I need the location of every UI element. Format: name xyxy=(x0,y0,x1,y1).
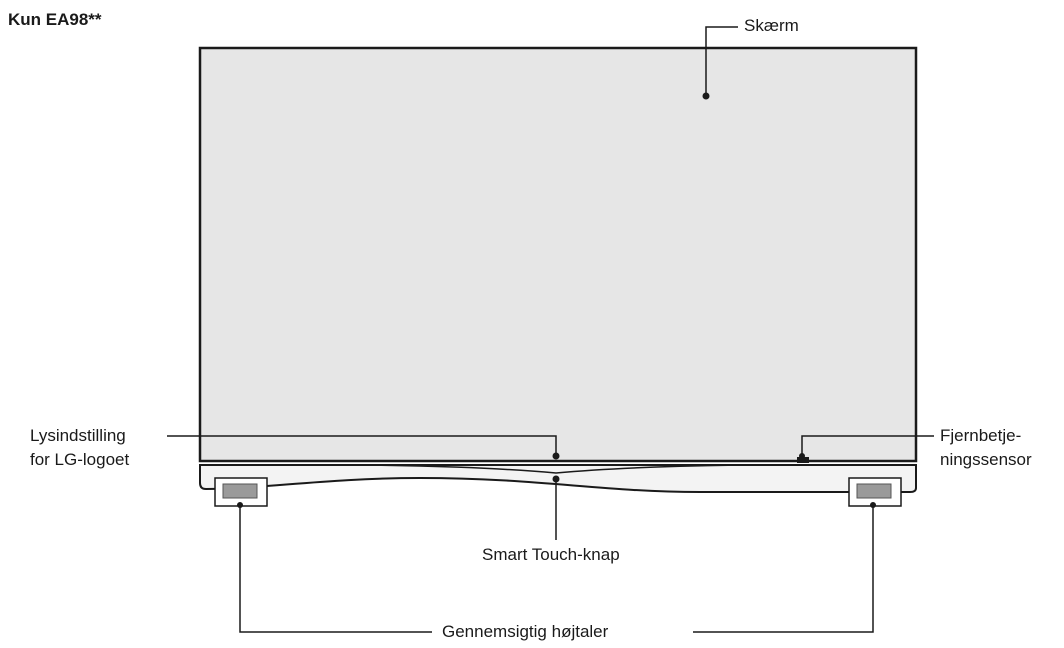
label-logo-light-line1: Lysindstilling xyxy=(30,426,126,445)
dot-speaker-left xyxy=(237,502,243,508)
leader-logo-light xyxy=(167,435,557,456)
page-title: Kun EA98** xyxy=(8,10,102,29)
dot-screen xyxy=(702,92,710,100)
label-logo-light: Lysindstilling for LG-logoet xyxy=(30,424,129,472)
left-speaker-icon xyxy=(214,477,268,507)
leader-speaker-right xyxy=(693,506,874,633)
tv-screen xyxy=(198,46,918,463)
leader-remote-sensor xyxy=(801,435,934,456)
smart-touch-curve xyxy=(344,464,771,474)
leader-screen xyxy=(705,26,738,96)
dot-smart-touch xyxy=(552,475,560,483)
label-speaker: Gennemsigtig højtaler xyxy=(442,622,609,641)
dot-logo-light xyxy=(552,452,560,460)
right-speaker-icon xyxy=(848,477,902,507)
label-remote-sensor: Fjernbetje- ningssensor xyxy=(940,424,1032,472)
label-remote-sensor-line1: Fjernbetje- xyxy=(940,426,1022,445)
dot-speaker-right xyxy=(870,502,876,508)
leader-speaker-left xyxy=(239,506,432,633)
label-logo-light-line2: for LG-logoet xyxy=(30,450,130,469)
dot-remote-sensor xyxy=(799,453,805,459)
label-screen: Skærm xyxy=(744,16,799,35)
remote-sensor xyxy=(797,457,809,463)
label-remote-sensor-line2: ningssensor xyxy=(940,450,1032,469)
label-smart-touch: Smart Touch-knap xyxy=(482,545,620,564)
